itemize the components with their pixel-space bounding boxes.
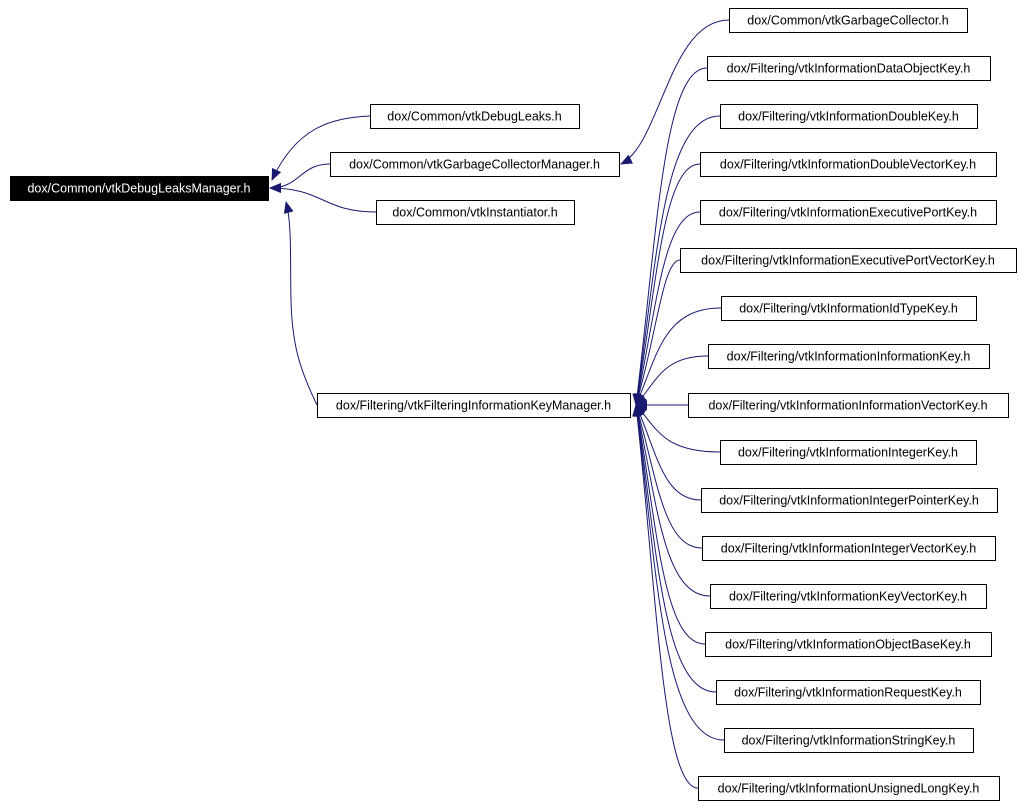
edge-n20-to-n4 [632, 404, 725, 741]
graph-node[interactable]: dox/Common/vtkDebugLeaks.h [370, 104, 580, 129]
edge-n7-to-n4 [632, 115, 721, 406]
node-box [724, 728, 974, 753]
graph-node[interactable]: dox/Filtering/vtkInformationDoubleVector… [700, 152, 997, 177]
edge-n21-to-n4 [632, 404, 699, 789]
edge-n5-to-n2 [620, 19, 730, 165]
graph-node[interactable]: dox/Filtering/vtkInformationObjectBaseKe… [705, 632, 992, 657]
edge-n1-to-n0 [271, 115, 371, 181]
node-label: dox/Filtering/vtkInformationUnsignedLong… [718, 782, 980, 796]
graph-node[interactable]: dox/Filtering/vtkFilteringInformationKey… [317, 393, 631, 418]
graph-node[interactable]: dox/Common/vtkGarbageCollector.h [729, 8, 968, 33]
edge-n17-to-n4 [633, 404, 711, 597]
node-label: dox/Filtering/vtkInformationObjectBaseKe… [725, 638, 971, 652]
node-label: dox/Filtering/vtkInformationDoubleVector… [720, 158, 976, 172]
node-box [370, 104, 580, 129]
node-label: dox/Filtering/vtkInformationRequestKey.h [734, 686, 962, 700]
edge-n18-to-n4 [632, 404, 706, 645]
edge-n10-to-n4 [634, 259, 681, 406]
node-label: dox/Common/vtkGarbageCollector.h [747, 14, 949, 28]
edge-n6-to-n4 [632, 67, 708, 406]
node-box [376, 200, 575, 225]
node-box [680, 248, 1017, 273]
node-label: dox/Common/vtkGarbageCollectorManager.h [349, 158, 600, 172]
edge-n19-to-n4 [632, 404, 717, 693]
node-box [330, 152, 620, 177]
graph-node[interactable]: dox/Filtering/vtkInformationDataObjectKe… [707, 56, 991, 81]
graph-node[interactable]: dox/Filtering/vtkInformationIntegerPoint… [701, 488, 998, 513]
graph-node[interactable]: dox/Filtering/vtkInformationExecutivePor… [680, 248, 1017, 273]
node-box [688, 393, 1009, 418]
node-box [721, 296, 977, 321]
node-box [702, 536, 996, 561]
edge-n12-to-n4 [635, 355, 709, 406]
node-box [317, 393, 631, 418]
node-label: dox/Common/vtkDebugLeaksManager.h [27, 182, 250, 196]
node-box [716, 680, 981, 705]
graph-node[interactable]: dox/Common/vtkGarbageCollectorManager.h [330, 152, 620, 177]
graph-node[interactable]: dox/Filtering/vtkInformationInformationV… [688, 393, 1009, 418]
node-label: dox/Filtering/vtkInformationDataObjectKe… [727, 62, 971, 76]
node-label: dox/Filtering/vtkInformationDoubleKey.h [738, 110, 959, 124]
node-label: dox/Filtering/vtkFilteringInformationKey… [336, 399, 611, 413]
edge-n2-to-n0 [269, 163, 331, 193]
node-box [720, 440, 977, 465]
node-box [708, 344, 990, 369]
edge-n4-to-n0 [283, 201, 318, 406]
graph-node[interactable]: dox/Common/vtkInstantiator.h [376, 200, 575, 225]
graph-node[interactable]: dox/Filtering/vtkInformationDoubleKey.h [720, 104, 978, 129]
node-label: dox/Filtering/vtkInformationInformationK… [727, 350, 971, 364]
nodes-layer: dox/Common/vtkDebugLeaksManager.h dox/Com… [10, 8, 1017, 801]
node-box [720, 104, 978, 129]
node-box [705, 632, 992, 657]
node-box [698, 776, 1000, 801]
node-box [10, 176, 269, 201]
root-node[interactable]: dox/Common/vtkDebugLeaksManager.h [10, 176, 269, 201]
node-label: dox/Filtering/vtkInformationKeyVectorKey… [729, 590, 967, 604]
edge-n3-to-n0 [269, 183, 377, 213]
node-label: dox/Filtering/vtkInformationExecutivePor… [701, 254, 995, 268]
node-label: dox/Filtering/vtkInformationIntegerKey.h [738, 446, 958, 460]
node-label: dox/Filtering/vtkInformationExecutivePor… [719, 206, 977, 220]
graph-node[interactable]: dox/Filtering/vtkInformationRequestKey.h [716, 680, 981, 705]
node-box [707, 56, 991, 81]
node-label: dox/Filtering/vtkInformationStringKey.h [742, 734, 956, 748]
graph-node[interactable]: dox/Filtering/vtkInformationExecutivePor… [700, 200, 997, 225]
graph-node[interactable]: dox/Filtering/vtkInformationInformationK… [708, 344, 990, 369]
edge-n16-to-n4 [634, 404, 703, 549]
graph-node[interactable]: dox/Filtering/vtkInformationIntegerVecto… [702, 536, 996, 561]
graph-node[interactable]: dox/Filtering/vtkInformationStringKey.h [724, 728, 974, 753]
node-label: dox/Filtering/vtkInformationIntegerVecto… [721, 542, 976, 556]
node-label: dox/Common/vtkDebugLeaks.h [387, 110, 561, 124]
node-box [701, 488, 998, 513]
edge-n8-to-n4 [632, 163, 701, 406]
node-label: dox/Filtering/vtkInformationIdTypeKey.h [739, 302, 958, 316]
node-label: dox/Common/vtkInstantiator.h [392, 206, 557, 220]
graph-node[interactable]: dox/Filtering/vtkInformationKeyVectorKey… [710, 584, 987, 609]
graph-node[interactable]: dox/Filtering/vtkInformationIntegerKey.h [720, 440, 977, 465]
edge-n9-to-n4 [633, 211, 701, 406]
edge-n11-to-n4 [635, 307, 722, 406]
graph-node[interactable]: dox/Filtering/vtkInformationIdTypeKey.h [721, 296, 977, 321]
graph-node[interactable]: dox/Filtering/vtkInformationUnsignedLong… [698, 776, 1000, 801]
node-label: dox/Filtering/vtkInformationInformationV… [708, 399, 987, 413]
node-label: dox/Filtering/vtkInformationIntegerPoint… [719, 494, 979, 508]
node-box [700, 200, 997, 225]
node-box [710, 584, 987, 609]
edge-n15-to-n4 [635, 404, 702, 501]
edges-layer [269, 19, 730, 789]
node-box [729, 8, 968, 33]
node-box [700, 152, 997, 177]
